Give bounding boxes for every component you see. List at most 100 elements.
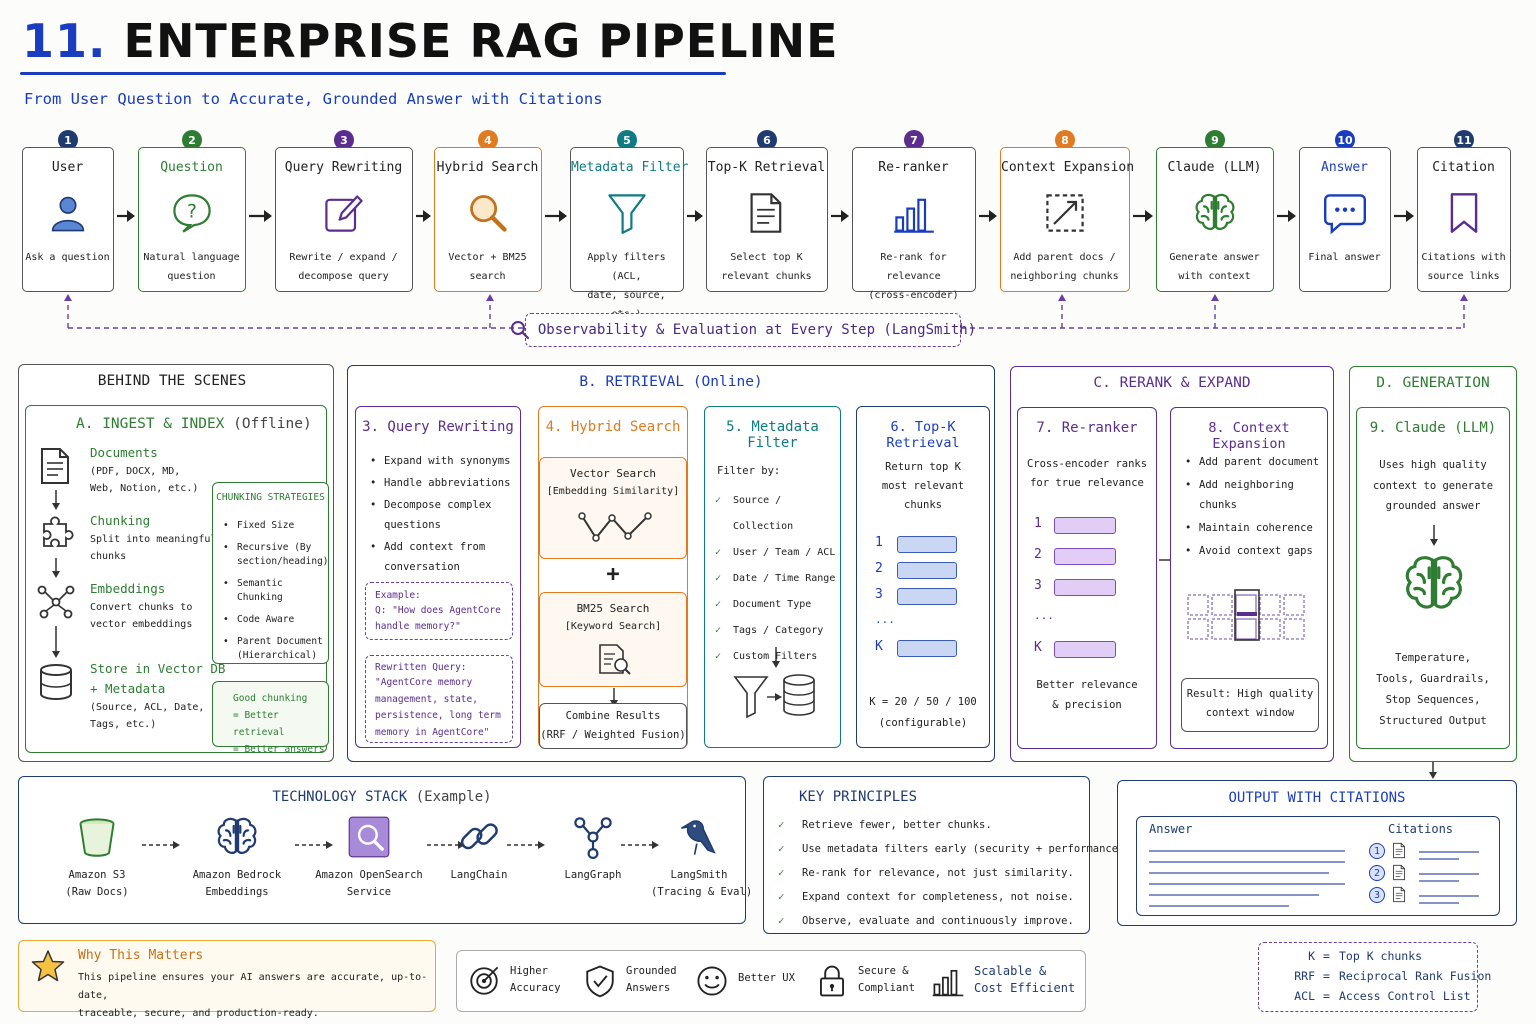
- rank-label: ...: [875, 613, 895, 626]
- step-title: Re-ranker: [878, 160, 949, 175]
- step-title: Top-K Retrieval: [707, 160, 826, 175]
- metadata-filter-item: User / Team / ACL: [715, 540, 840, 566]
- citation-link-lines: [1419, 868, 1489, 882]
- step-badge-10: 10: [1335, 130, 1355, 150]
- chat-icon: [1323, 194, 1366, 235]
- generation-panel: D. GENERATION 9. Claude (LLM) Uses high …: [1349, 366, 1517, 762]
- step-badge-11: 11: [1454, 130, 1474, 150]
- smiley-icon: [697, 966, 727, 996]
- tech-sub: (Tracing & Eval): [651, 886, 753, 898]
- principle-item: Observe, evaluate and continuously impro…: [778, 909, 1090, 933]
- top-k-panel: 6. Top-K Retrieval Return top K most rel…: [856, 406, 990, 748]
- tech-name: LangSmith: [670, 869, 728, 881]
- citation-number: 3: [1369, 887, 1385, 903]
- principle-item: Expand context for completeness, not noi…: [778, 885, 1090, 909]
- filter-icon: [607, 194, 646, 234]
- step-description: Rewrite / expand / decompose query: [289, 252, 398, 282]
- key-principles-panel: KEY PRINCIPLES Retrieve fewer, better ch…: [763, 776, 1131, 934]
- rank-bar: [897, 536, 957, 553]
- document-search-icon: [599, 644, 631, 675]
- step-description: Natural language question: [143, 252, 240, 282]
- search-icon: [510, 321, 529, 340]
- brain-icon: [1405, 556, 1463, 609]
- benefit-label: Higher Accuracy: [510, 965, 561, 994]
- step-title: Query Rewriting: [284, 160, 403, 175]
- legend-key: RRF: [1294, 969, 1315, 983]
- vector-search-box: Vector Search [Embedding Similarity]: [539, 457, 687, 559]
- legend-equals: =: [1323, 969, 1330, 983]
- behind-title: BEHIND THE SCENES: [97, 373, 247, 389]
- chunking-strategy-item: Semantic Chunking: [223, 577, 325, 605]
- step-description: Re-rank for relevance (cross-encoder): [868, 252, 959, 301]
- technology-stack-panel: TECHNOLOGY STACK (Example) Amazon S3(Raw…: [18, 776, 753, 924]
- step-description: Citations with source links: [1421, 252, 1506, 282]
- lock-icon: [820, 965, 844, 997]
- rank-bar: [1054, 517, 1116, 534]
- svg-text:?: ?: [187, 201, 197, 222]
- graph-icon: [574, 817, 612, 859]
- title-text: ENTERPRISE RAG PIPELINE: [123, 14, 839, 68]
- query-rewriting-list: Expand with synonymsHandle abbreviations…: [370, 451, 518, 579]
- page-subtitle: From User Question to Accurate, Grounded…: [24, 90, 603, 108]
- top-k-title: 6. Top-K Retrieval: [886, 419, 960, 451]
- tech-name: LangGraph: [564, 869, 622, 881]
- filter-database-icon: [733, 647, 815, 719]
- context-window-icon: [1187, 589, 1305, 641]
- legend-equals: =: [1323, 949, 1330, 963]
- step-description: Vector + BM25 search: [448, 252, 527, 282]
- bookmark-icon: [1450, 193, 1477, 233]
- good-chunking-line: Good chunking: [233, 693, 308, 704]
- step-description: Select top K relevant chunks: [721, 252, 812, 282]
- why-matters-panel: Why This Matters This pipeline ensures y…: [18, 940, 436, 1019]
- rank-bar: [897, 640, 957, 657]
- rank-label: K: [875, 639, 883, 654]
- document-icon: [750, 193, 781, 233]
- step-description: Ask a question: [25, 252, 110, 263]
- retrieval-title: B. RETRIEVAL (Online): [579, 374, 763, 390]
- rank-label: 1: [1034, 516, 1042, 531]
- context-expansion-panel: 8. Context Expansion Add parent document…: [1170, 407, 1328, 749]
- rank-bar: [1054, 548, 1116, 565]
- ingest-step-title: Embeddings: [90, 581, 166, 596]
- ingest-step-desc: Split into meaningful chunks: [90, 534, 217, 562]
- puzzle-icon: [43, 516, 74, 547]
- step-badge-7: 7: [904, 130, 924, 150]
- metadata-filter-item: Document Type: [715, 592, 840, 618]
- question-icon: ?: [172, 194, 211, 233]
- tech-name: LangChain: [450, 869, 508, 881]
- rank-bar: [897, 588, 957, 605]
- rank-label: ...: [1034, 609, 1054, 622]
- tech-name: Amazon OpenSearch: [315, 869, 423, 881]
- ingest-title: A. INGEST & INDEX (Offline): [76, 416, 312, 432]
- step-title: Claude (LLM): [1167, 160, 1262, 175]
- rank-bar: [897, 562, 957, 579]
- principle-item: Re-rank for relevance, not just similari…: [778, 861, 1090, 885]
- metadata-filter-item: Tags / Category: [715, 618, 840, 644]
- chunking-strategy-item: Recursive (By section/heading): [223, 541, 329, 569]
- observability-banner: Observability & Evaluation at Every Step…: [510, 313, 976, 347]
- chunking-strategy-item: Fixed Size: [223, 519, 325, 533]
- ingest-step-title: Store in Vector DB + Metadata: [90, 661, 226, 696]
- output-citations-panel: OUTPUT WITH CITATIONS Answer Citations 1…: [1117, 780, 1517, 926]
- bm25-search-box: BM25 Search [Keyword Search]: [539, 592, 687, 687]
- metadata-filter-item: Custom Filters: [715, 644, 840, 670]
- citation-number: 2: [1369, 865, 1385, 881]
- expand-icon: [1045, 194, 1084, 232]
- legend-key: K: [1308, 949, 1315, 963]
- rank-label: 2: [1034, 547, 1042, 562]
- step-badge-1: 1: [58, 130, 78, 150]
- step-description: Generate answer with context: [1169, 252, 1260, 282]
- opensearch-icon: [348, 816, 390, 858]
- hybrid-search-panel: 4. Hybrid Search Vector Search [Embeddin…: [538, 406, 688, 749]
- metadata-filter-list: Source / CollectionUser / Team / ACLDate…: [715, 488, 840, 670]
- step-description: Final answer: [1308, 252, 1381, 263]
